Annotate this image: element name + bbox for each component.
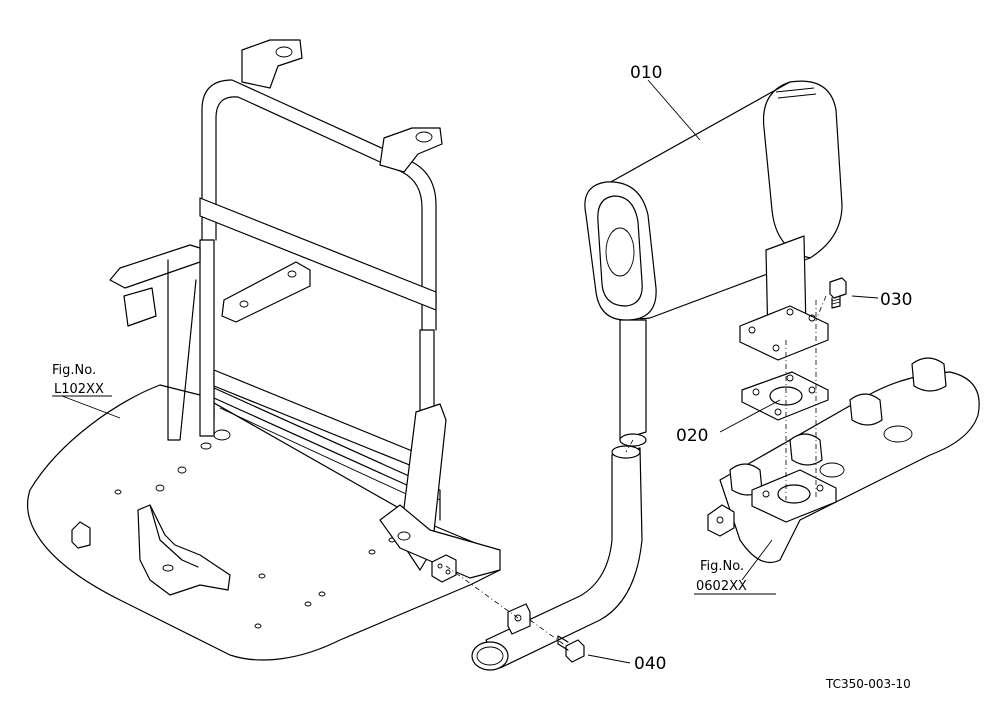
pipe-mount-bracket (431, 554, 457, 583)
bolt-030 (829, 277, 847, 309)
assembly-centerlines (445, 295, 827, 647)
side-pad (123, 287, 157, 327)
frame-ref-title: Fig.No. (52, 363, 96, 378)
manifold-outlet-flange (751, 469, 837, 523)
manifold-port-2 (789, 433, 823, 466)
frame-assembly (27, 39, 501, 661)
part-label-020: 020 (676, 426, 708, 446)
pipe-lower (485, 447, 643, 669)
bolt-head (829, 277, 847, 299)
part-label-010: 010 (630, 63, 662, 83)
manifold-port-4 (911, 357, 947, 392)
drawing-code: TC350-003-10 (825, 677, 911, 691)
manifold-ref-title: Fig.No. (700, 559, 744, 574)
floor-plate (27, 384, 501, 661)
rear-post-left (199, 239, 215, 437)
top-ear-left (241, 39, 303, 89)
pipe-upper (619, 319, 647, 441)
part-label-040: 040 (634, 654, 666, 674)
part-label-030: 030 (880, 290, 912, 310)
gasket (741, 371, 829, 421)
exhaust-pipe (471, 319, 647, 671)
manifold-port-3 (849, 393, 883, 426)
leader-lines (61, 79, 879, 664)
tube-frame-inner (215, 96, 423, 331)
bolt-040-head (565, 639, 585, 663)
manifold-ref-code: 0602XX (696, 579, 747, 594)
muffler-flange (739, 305, 829, 361)
muffler-assembly (584, 80, 843, 361)
exhaust-manifold (707, 357, 980, 564)
frame-ref-code: L102XX (54, 382, 104, 397)
gasket-plate (741, 371, 829, 421)
upper-strap (199, 197, 437, 311)
right-floor-bracket (379, 504, 501, 579)
cross-bracket (221, 261, 311, 323)
top-ear-right (379, 127, 443, 173)
center-bracket (137, 504, 231, 596)
plate-tab (71, 521, 91, 549)
tube-frame-outer (201, 79, 437, 331)
pipe-clamp (507, 603, 531, 635)
side-bracket-left (109, 244, 201, 289)
manifold-lug (707, 504, 735, 537)
